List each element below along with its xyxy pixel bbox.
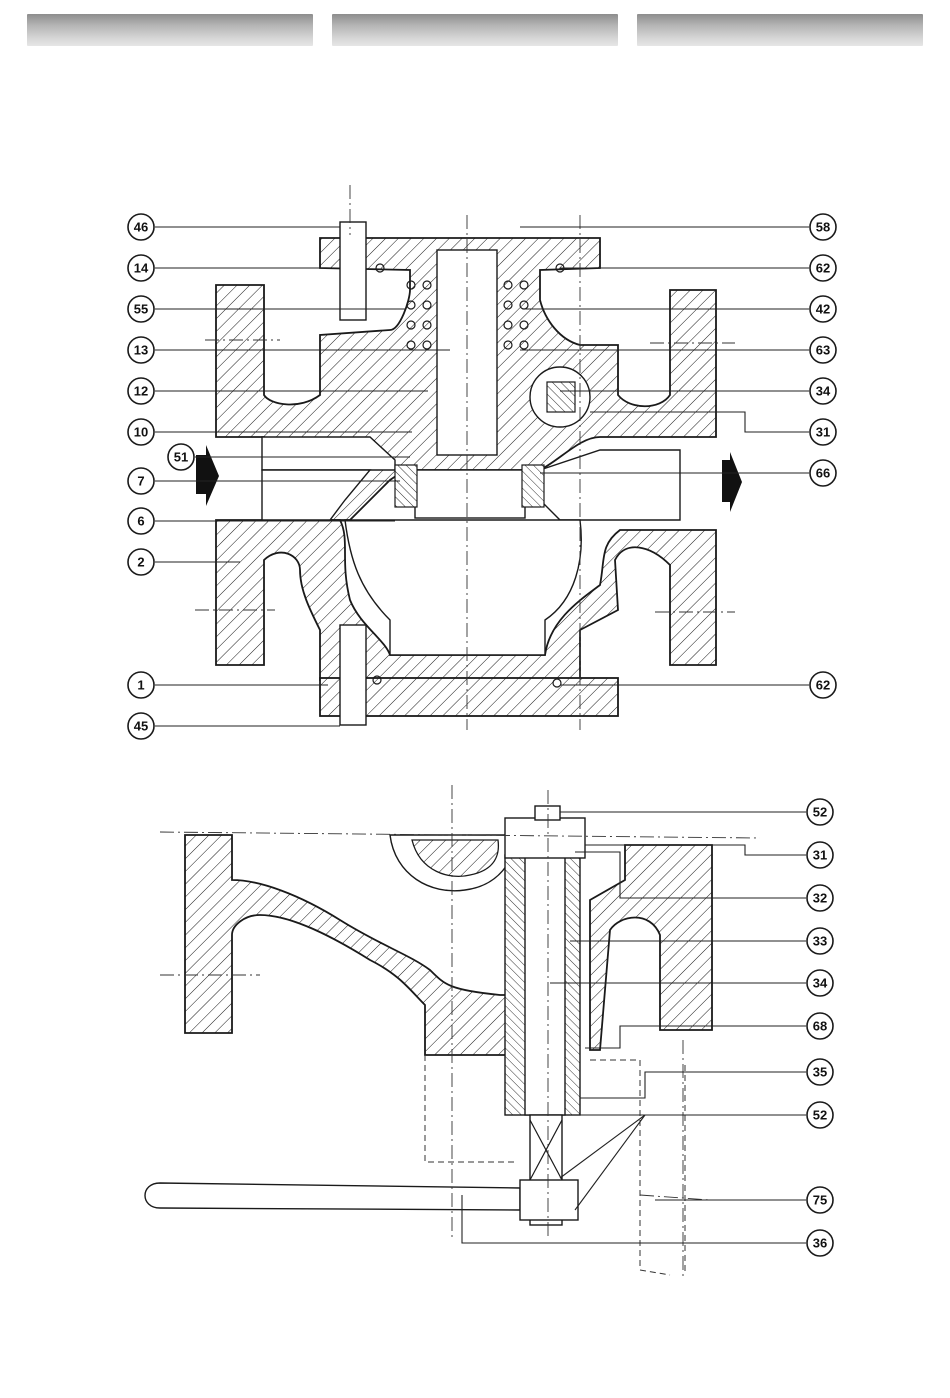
callout-label: 33: [813, 934, 827, 949]
callout-label: 58: [816, 220, 830, 235]
callout-label: 14: [134, 261, 149, 276]
seat-right: [522, 465, 544, 507]
callout-label: 52: [813, 1108, 827, 1123]
callout-label: 34: [816, 384, 831, 399]
callout-label: 12: [134, 384, 148, 399]
callout-label: 7: [137, 474, 144, 489]
callout-label: 62: [816, 261, 830, 276]
callout-label: 62: [816, 678, 830, 693]
callout-label: 66: [816, 466, 830, 481]
handle-hub: [520, 1180, 578, 1220]
callout-label: 34: [813, 976, 828, 991]
plug: [415, 470, 525, 518]
callout-label: 13: [134, 343, 148, 358]
callout-label: 31: [816, 425, 830, 440]
central-cavity: [262, 437, 395, 470]
callout-label: 51: [174, 450, 188, 465]
bottom-bolt: [340, 625, 366, 725]
callout-label: 52: [813, 805, 827, 820]
callout-label: 6: [137, 514, 144, 529]
callout-label: 68: [813, 1019, 827, 1034]
callout-label: 75: [813, 1193, 827, 1208]
callout-label: 46: [134, 220, 148, 235]
callout-label: 31: [813, 848, 827, 863]
callout-label: 10: [134, 425, 148, 440]
callout-label: 36: [813, 1236, 827, 1251]
callout-label: 32: [813, 891, 827, 906]
shaft-head: [505, 818, 585, 858]
callout-label: 35: [813, 1065, 827, 1080]
inlet-arrow: [196, 445, 219, 506]
seat-left: [395, 465, 417, 507]
operator-detail-view: [145, 785, 760, 1280]
stem: [437, 250, 497, 455]
callout-label: 55: [134, 302, 148, 317]
shaft-square: [547, 382, 575, 412]
callout-label: 42: [816, 302, 830, 317]
top-bolt: [340, 222, 366, 320]
callout-label: 2: [137, 555, 144, 570]
callout-label: 63: [816, 343, 830, 358]
right-body: [590, 845, 712, 1050]
outlet-arrow: [722, 452, 742, 512]
callout-label: 45: [134, 719, 148, 734]
handle-lever: [145, 1183, 520, 1210]
callout-label: 1: [137, 678, 144, 693]
